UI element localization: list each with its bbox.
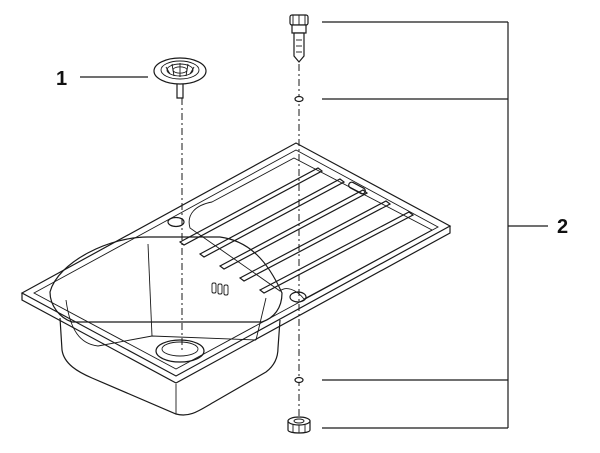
bowl-corner [147, 243, 153, 337]
sink-rim-inner [33, 149, 439, 370]
basket-strainer [153, 57, 207, 99]
nut-top [287, 416, 311, 426]
drainer-rib [218, 189, 369, 270]
lower-o-ring [294, 376, 304, 384]
screw-collar [291, 24, 307, 34]
bowl-wall [255, 297, 267, 341]
bowl-drain-inner [161, 341, 199, 357]
strainer-stem [176, 84, 184, 99]
drainer-rib [258, 211, 415, 294]
callout-1: 1 [56, 68, 67, 90]
strainer-basket [160, 60, 200, 80]
drainer-ribs [178, 167, 415, 294]
drainer-area [188, 157, 433, 300]
overflow-screw [289, 14, 309, 63]
drainer-rib [178, 167, 324, 246]
strainer-perforations [165, 63, 195, 77]
callout-2: 2 [557, 216, 568, 238]
tap-hole [167, 216, 185, 228]
overflow-slot [348, 181, 366, 195]
overflow-mark [211, 282, 229, 296]
sink-rim-outline [20, 142, 452, 377]
bowl-floor [97, 335, 257, 347]
sink-body [20, 142, 452, 416]
upper-o-ring [294, 95, 304, 103]
waste-nut [287, 416, 311, 434]
bowl-exterior [59, 317, 281, 416]
bowl-opening [49, 236, 283, 323]
screw-shaft [293, 32, 305, 63]
leader-bracket-2 [322, 21, 548, 429]
bowl-drain [155, 339, 205, 363]
drainer-rib [238, 200, 392, 282]
bowl-wall [65, 299, 99, 347]
waste-hole [289, 291, 307, 303]
drainer-rib [198, 178, 346, 258]
sink-rim-edge [21, 226, 451, 384]
